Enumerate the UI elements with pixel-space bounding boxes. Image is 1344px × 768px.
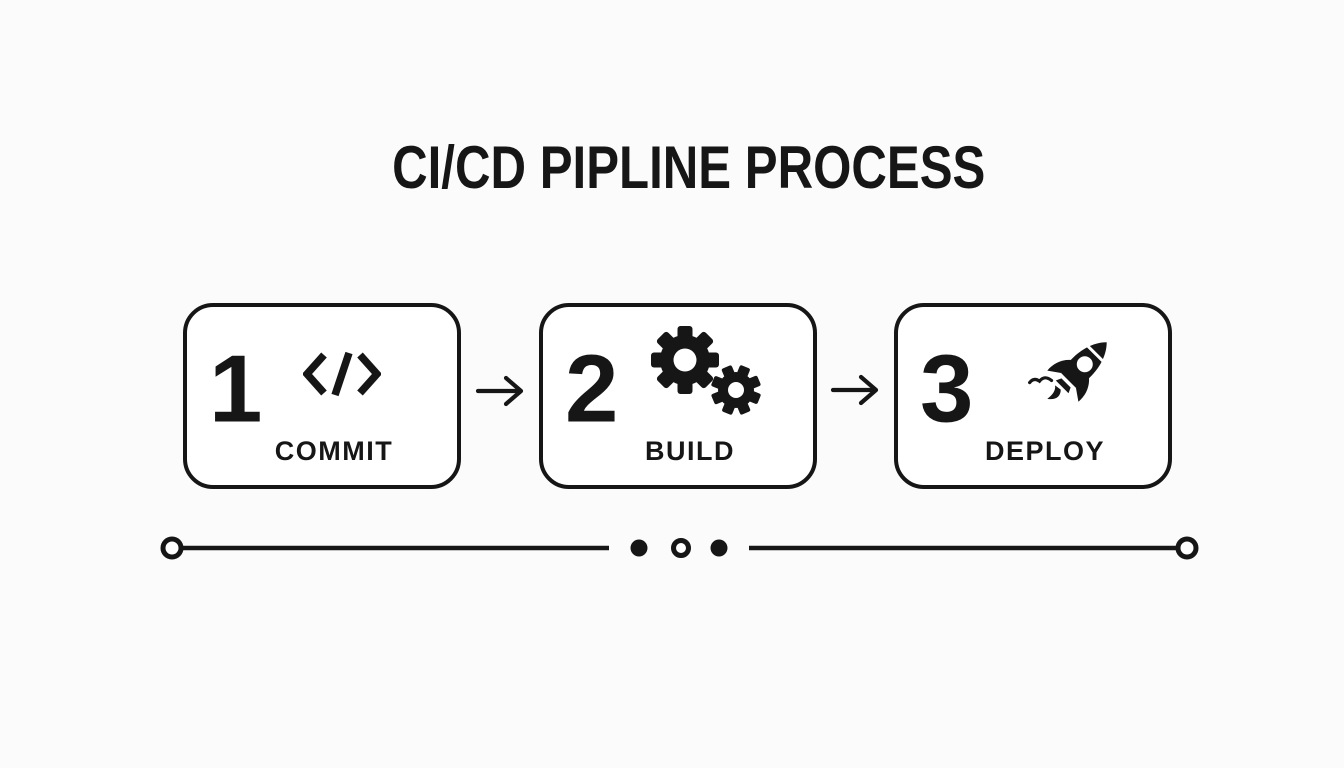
step-number: 1 — [209, 335, 263, 443]
step-number: 3 — [920, 335, 974, 443]
step-number: 2 — [565, 335, 619, 443]
gears-icon — [651, 326, 769, 421]
arrow-right-icon — [475, 371, 525, 411]
step-content: BUILD — [613, 326, 769, 467]
step-label: DEPLOY — [984, 436, 1106, 466]
step-box-commit: 1 COMMIT — [183, 303, 461, 489]
gear-small — [711, 365, 761, 415]
progress-line — [0, 526, 1344, 570]
step-label: COMMIT — [274, 436, 394, 466]
dot-filled-right — [710, 539, 728, 557]
step-content: COMMIT — [257, 327, 411, 467]
arrow-right-icon — [830, 370, 880, 410]
step-box-build: 2 — [539, 303, 817, 489]
step-box-deploy: 3 DEPLOY — [894, 303, 1172, 489]
step-label: BUILD — [645, 436, 735, 466]
code-icon — [303, 327, 381, 421]
gear-large — [651, 326, 719, 394]
line-endpoint-left-circle — [160, 536, 184, 560]
line-endpoint-right-circle — [1175, 536, 1199, 560]
title-wrap: CI/CD PIPLINE PROCESS — [17, 138, 1344, 198]
step-content: DEPLOY — [968, 327, 1122, 467]
page-title: CI/CD PIPLINE PROCESS — [392, 134, 986, 201]
dot-filled-left — [630, 539, 648, 557]
dot-open-center — [671, 538, 691, 558]
rocket-icon — [1025, 327, 1125, 421]
